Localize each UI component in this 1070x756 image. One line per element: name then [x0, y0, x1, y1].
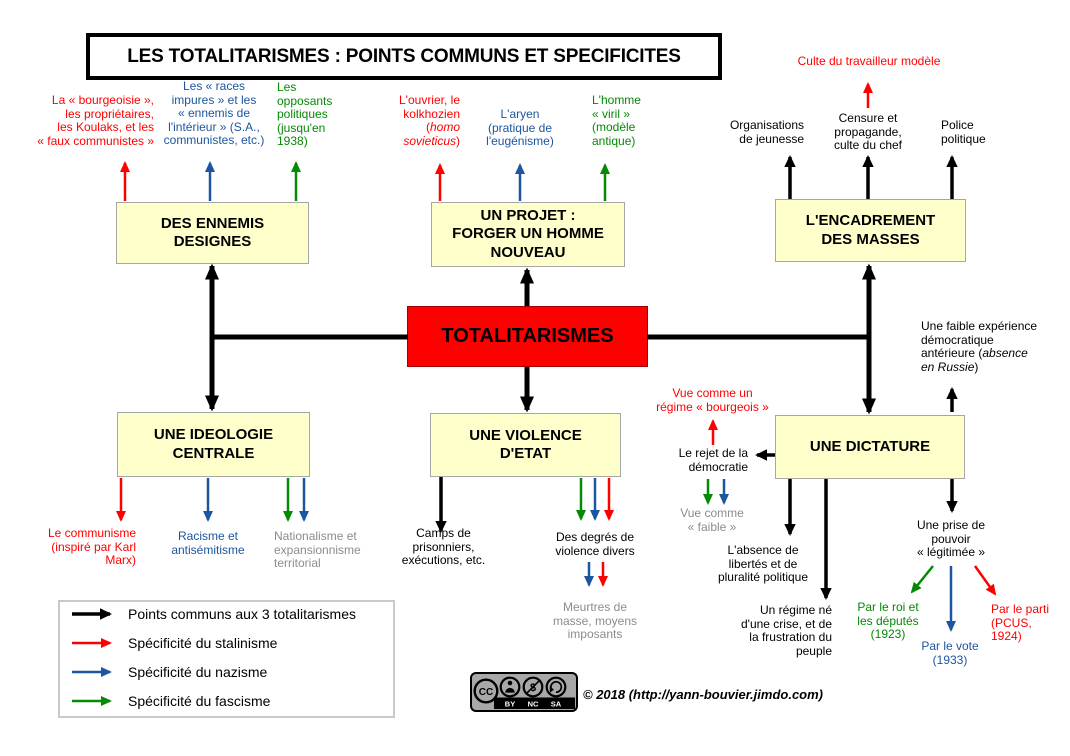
sa-label: SA: [551, 700, 562, 709]
annotation-bourgeoisie: La « bourgeoisie », les propriétaires, l…: [37, 93, 154, 148]
sa-icon: [545, 676, 567, 698]
annotation-ouvrier-close: ): [456, 133, 460, 148]
annotation-regime-crise: Un régime né d'une crise, et de la frust…: [740, 603, 832, 658]
page-title: LES TOTALITARISMES : POINTS COMMUNS ET S…: [86, 33, 722, 80]
by-icon-body: [505, 687, 515, 693]
annotation-communisme: Le communisme (inspiré par Karl Marx): [47, 526, 136, 567]
annotation-police-politique: Police politique: [941, 118, 986, 146]
annotation-parti: Par le parti (PCUS, 1924): [991, 602, 1050, 643]
cc-icon: [473, 678, 499, 704]
annotation-prise-pouvoir: Une prise de pouvoir « légitimée »: [916, 518, 986, 559]
by-icon: [499, 676, 521, 698]
annotation-aryen: L'aryen (pratique de l'eugénisme): [486, 107, 554, 148]
legend-item-stalinisme: Spécificité du stalinisme: [128, 635, 278, 651]
page-title-text: LES TOTALITARISMES : POINTS COMMUNS ET S…: [127, 45, 681, 67]
annotation-vote: Par le vote (1933): [921, 639, 979, 667]
legend-item-fascisme: Spécificité du fascisme: [128, 693, 271, 709]
box-encadrement-des-masses: L'ENCADREMENT DES MASSES: [775, 199, 966, 262]
nc-icon-slash: [526, 680, 540, 694]
box-dictature-label: UNE DICTATURE: [809, 437, 931, 455]
box-encadrement-des-masses-label: L'ENCADREMENT DES MASSES: [805, 212, 936, 248]
copyright-text: © 2018 (http://yann-bouvier.jimdo.com): [583, 687, 823, 702]
box-un-projet-label: UN PROJET : FORGER UN HOMME NOUVEAU: [452, 207, 604, 261]
cc-icon-label: CC: [479, 687, 493, 698]
cc-badge-strip: [494, 697, 575, 709]
annotation-opposants-politiques: Les opposants politiques (jusqu'en 1938): [277, 80, 333, 148]
annotation-organisations-jeunesse: Organisations de jeunesse: [729, 118, 804, 146]
annotation-homme-viril: L'homme « viril » (modèle antique): [592, 93, 641, 148]
annotation-roi-deputes: Par le roi et les députés (1923): [857, 600, 919, 641]
annotation-ouvrier-text: L'ouvrier, le kolkhozien (: [399, 93, 460, 134]
annotation-faible-italic: absence en Russie: [921, 346, 1028, 374]
annotation-faible-close: ): [974, 359, 979, 374]
annotation-regime-bourgeois: Vue comme un régime « bourgeois »: [656, 386, 769, 414]
annotation-absence-libertes: L'absence de libertés et de pluralité po…: [717, 543, 809, 584]
sa-icon-arrowhead: [549, 686, 554, 693]
box-ideologie-centrale-label: UNE IDEOLOGIE CENTRALE: [153, 426, 274, 462]
annotation-faible-text: Une faible expérience démocratique antér…: [921, 319, 1038, 360]
annotation-culte-travailleur: Culte du travailleur modèle: [797, 54, 941, 68]
cc-badge-graphic: CC $ BY NC SA: [473, 676, 575, 709]
box-dictature: UNE DICTATURE: [775, 415, 965, 479]
annotation-faible-experience: Une faible expérience démocratique antér…: [921, 319, 1046, 374]
box-violence-etat: UNE VIOLENCE D'ETAT: [430, 413, 621, 477]
cc-license-badge: CC $ BY NC SA: [470, 672, 578, 712]
annotation-meurtres-masse: Meurtres de masse, moyens imposants: [552, 600, 638, 641]
box-violence-etat-label: UNE VIOLENCE D'ETAT: [469, 426, 582, 462]
legend-item-nazisme: Spécificité du nazisme: [128, 664, 268, 680]
box-des-ennemis-designes-label: DES ENNEMIS DESIGNES: [160, 214, 265, 250]
box-un-projet: UN PROJET : FORGER UN HOMME NOUVEAU: [431, 202, 625, 267]
annotation-ouvrier-italic: homo sovieticus: [403, 120, 460, 148]
arrow-stalinisme-parti: [973, 565, 997, 596]
annotation-degres-violence: Des degrés de violence divers: [555, 530, 635, 558]
by-label: BY: [505, 700, 515, 709]
box-totalitarismes-label: TOTALITARISMES: [441, 325, 614, 347]
annotation-nationalisme: Nationalisme et expansionnisme territori…: [274, 529, 361, 570]
arrow-fascisme-roi-deputes: [910, 565, 934, 594]
legend-item-common: Points communs aux 3 totalitarismes: [128, 606, 356, 622]
box-totalitarismes: TOTALITARISMES: [407, 306, 648, 367]
by-icon-head: [507, 680, 513, 686]
annotation-censure-propagande: Censure et propagande, culte du chef: [833, 111, 903, 152]
annotation-races-impures: Les « races impures » et les « ennemis d…: [163, 79, 265, 147]
annotation-rejet-democratie: Le rejet de la démocratie: [678, 446, 748, 474]
nc-label: NC: [528, 700, 539, 709]
annotation-camps: Camps de prisonniers, exécutions, etc.: [401, 526, 486, 567]
legend: [58, 600, 395, 718]
box-des-ennemis-designes: DES ENNEMIS DESIGNES: [116, 202, 309, 264]
box-ideologie-centrale: UNE IDEOLOGIE CENTRALE: [117, 412, 310, 477]
annotation-racisme: Racisme et antisémitisme: [171, 529, 245, 557]
annotation-ouvrier-kolkhozien: L'ouvrier, le kolkhozien (homo sovieticu…: [388, 93, 460, 148]
sa-icon-arrow: [550, 680, 563, 694]
annotation-vue-faible: Vue comme « faible »: [680, 506, 744, 534]
nc-icon: [522, 676, 544, 698]
